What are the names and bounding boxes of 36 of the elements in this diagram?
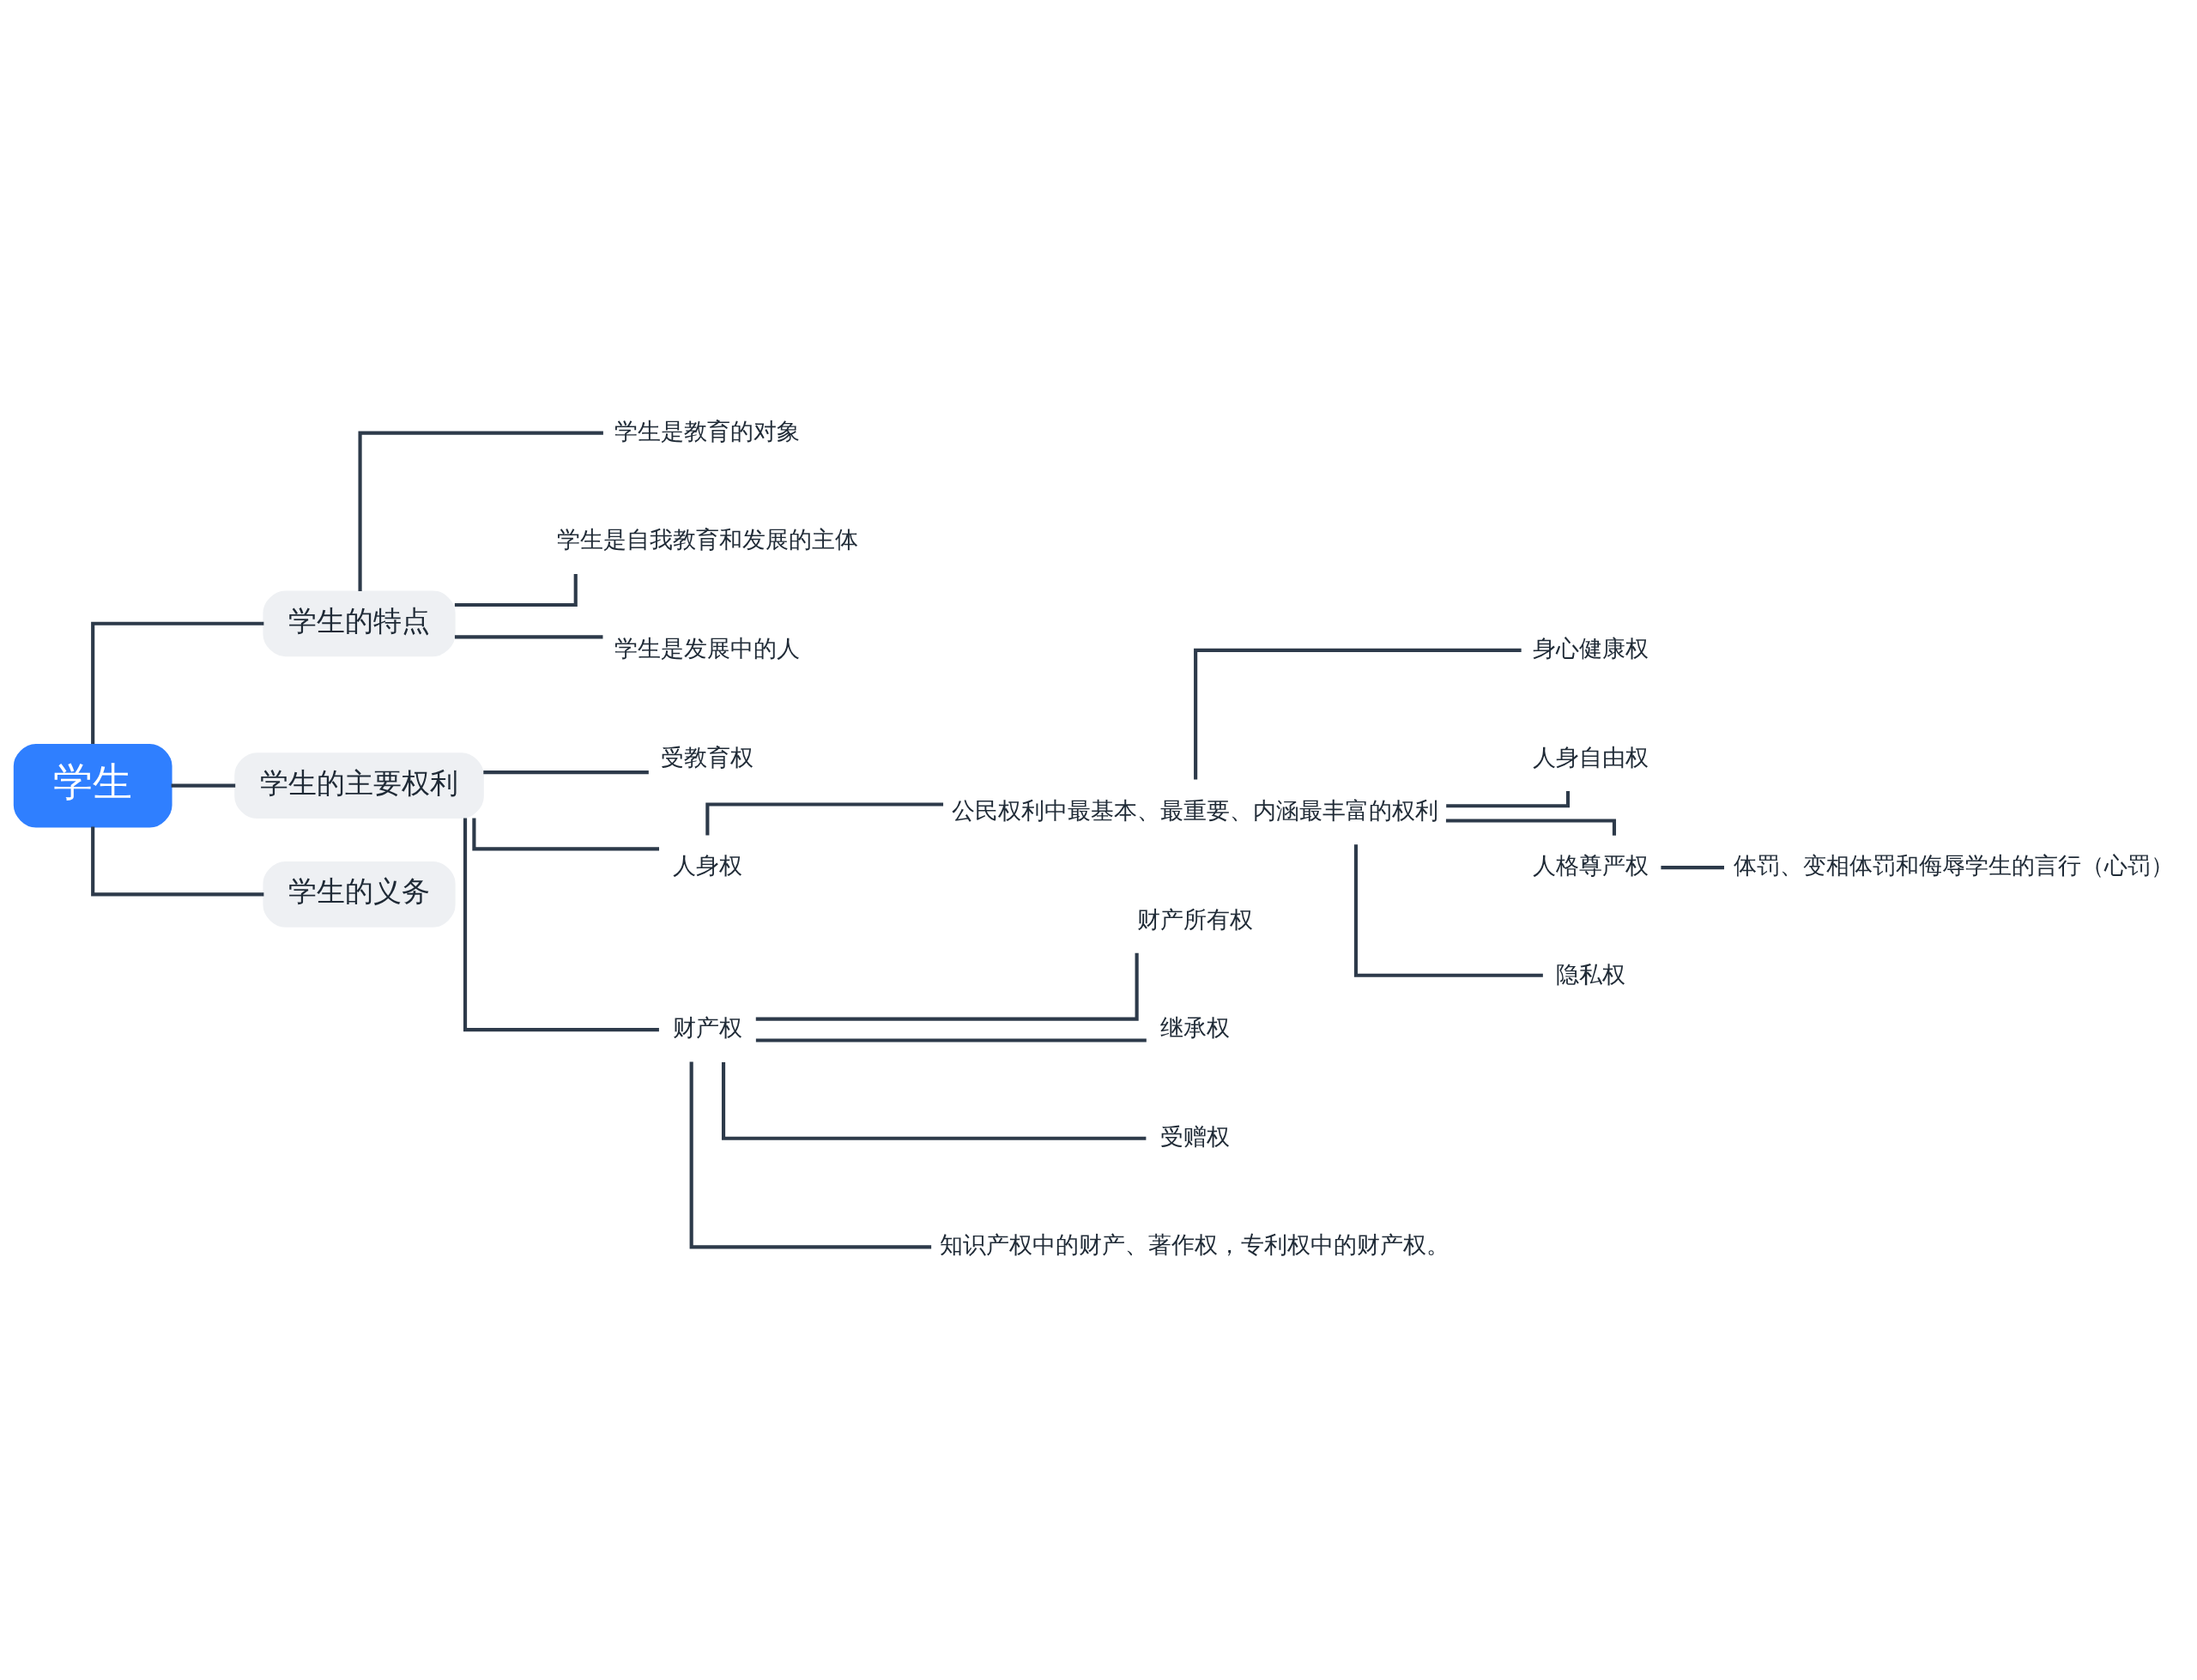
connector: [171, 783, 236, 788]
node-box: 学生的义务: [263, 861, 456, 928]
node-text: 知识产权中的财产、著作权，专利权中的财产权。: [940, 1231, 1450, 1259]
node-text: 公民权利中最基本、最重要、内涵最丰富的权利: [951, 796, 1438, 824]
node-box: 学生的主要权利: [234, 752, 484, 819]
node-text: 隐私权: [1556, 960, 1626, 988]
node-text: 学生是教育的对象: [614, 417, 801, 444]
connector: [483, 771, 649, 775]
connector: [721, 1062, 1147, 1140]
node-box: 学生: [13, 743, 172, 828]
node-text: 财产所有权: [1136, 905, 1253, 933]
connector: [358, 431, 603, 592]
connector: [91, 826, 264, 897]
connector: [454, 635, 603, 639]
connector: [689, 1061, 932, 1249]
node-text: 学生是自我教育和发展的主体: [556, 526, 858, 553]
connector: [1661, 866, 1724, 870]
connector: [755, 952, 1139, 1021]
node-text: 受赠权: [1159, 1122, 1230, 1150]
node-text: 受教育权: [661, 743, 754, 771]
connector: [463, 818, 659, 1032]
connector: [1194, 648, 1522, 780]
node-text: 继承权: [1159, 1014, 1230, 1042]
connector: [755, 1038, 1147, 1042]
node-text: 体罚、变相体罚和侮辱学生的言行（心罚）: [1733, 852, 2174, 879]
connector: [472, 818, 659, 851]
node-box: 学生的特点: [263, 590, 456, 657]
node-text: 学生是发展中的人: [614, 634, 801, 662]
connector: [1446, 790, 1571, 808]
node-text: 财产权: [672, 1014, 742, 1042]
node-text: 身心健康权: [1533, 634, 1649, 662]
connector: [1353, 844, 1543, 977]
node-text: 人身自由权: [1533, 743, 1649, 771]
node-text: 人身权: [672, 852, 742, 879]
connector: [91, 621, 264, 745]
node-text: 人格尊严权: [1533, 852, 1649, 879]
